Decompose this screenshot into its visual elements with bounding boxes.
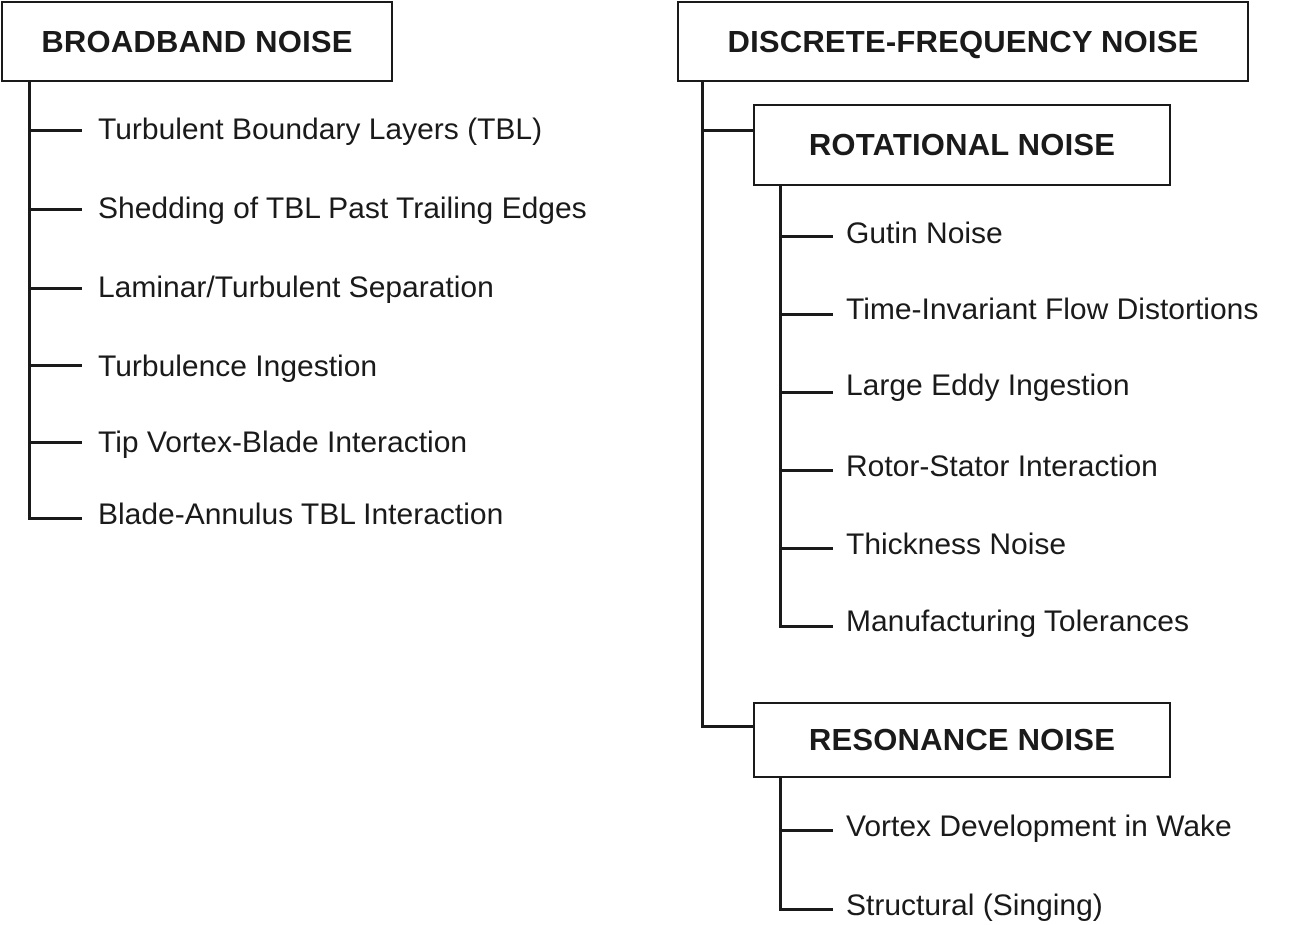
resonance-noise-box: RESONANCE NOISE	[753, 702, 1171, 778]
resonance-item-0: Vortex Development in Wake	[846, 810, 1232, 843]
broadband-connector-3	[28, 364, 82, 367]
broadband-noise-title: BROADBAND NOISE	[41, 23, 353, 59]
broadband-item-0: Turbulent Boundary Layers (TBL)	[98, 113, 543, 146]
broadband-connector-1	[28, 208, 82, 211]
rotational-noise-box: ROTATIONAL NOISE	[753, 104, 1171, 186]
resonance-connector	[701, 725, 755, 728]
resonance-noise-title: RESONANCE NOISE	[808, 722, 1116, 757]
broadband-noise-box: BROADBAND NOISE	[1, 1, 393, 82]
rotational-noise-title: ROTATIONAL NOISE	[808, 127, 1116, 162]
rotational-item-4: Thickness Noise	[846, 528, 1067, 561]
rotational-connector-3	[779, 469, 833, 472]
rotational-connector-2	[779, 391, 833, 394]
rotational-item-1: Time-Invariant Flow Distortions	[846, 293, 1259, 326]
discrete-trunk-line	[701, 82, 704, 728]
resonance-trunk-line	[779, 778, 782, 911]
broadband-connector-5	[28, 517, 82, 520]
broadband-connector-0	[28, 129, 82, 132]
broadband-item-3: Turbulence Ingestion	[98, 350, 378, 383]
rotational-item-2: Large Eddy Ingestion	[846, 369, 1130, 402]
rotational-connector-0	[779, 235, 833, 238]
rotational-trunk-line	[779, 186, 782, 628]
rotational-connector	[701, 129, 755, 132]
rotational-connector-4	[779, 547, 833, 550]
resonance-connector-0	[779, 829, 833, 832]
rotational-item-0: Gutin Noise	[846, 217, 1003, 250]
rotational-connector-5	[779, 625, 833, 628]
resonance-item-1: Structural (Singing)	[846, 889, 1103, 922]
rotational-item-5: Manufacturing Tolerances	[846, 605, 1189, 638]
rotational-item-3: Rotor-Stator Interaction	[846, 450, 1158, 483]
broadband-connector-2	[28, 287, 82, 290]
broadband-trunk-line	[28, 82, 31, 520]
rotational-connector-1	[779, 313, 833, 316]
discrete-frequency-noise-box: DISCRETE-FREQUENCY NOISE	[677, 1, 1249, 82]
broadband-item-4: Tip Vortex-Blade Interaction	[98, 426, 468, 459]
broadband-item-5: Blade-Annulus TBL Interaction	[98, 498, 504, 531]
broadband-item-1: Shedding of TBL Past Trailing Edges	[98, 192, 587, 225]
broadband-connector-4	[28, 441, 82, 444]
broadband-item-2: Laminar/Turbulent Separation	[98, 271, 494, 304]
resonance-connector-1	[779, 908, 833, 911]
discrete-frequency-noise-title: DISCRETE-FREQUENCY NOISE	[727, 23, 1199, 59]
